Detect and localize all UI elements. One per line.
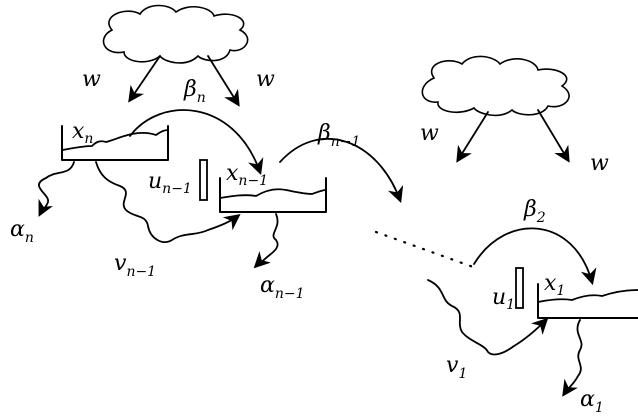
v-1-flow [427,279,549,356]
w-label-left-1: w [82,67,101,92]
beta-2-arrow [473,227,597,286]
w-arrow-right-2 [537,109,570,163]
w-label-left-2: w [256,67,275,92]
alpha-1-label: α1 [580,387,604,416]
beta-n1-arrow [279,137,404,204]
alpha-n-arrow [38,161,75,217]
v-1-label: v1 [446,353,467,382]
w-arrow-left-1 [128,55,161,103]
barrier-u-n-1 [199,159,208,201]
v-n1-flow [95,161,241,243]
w-arrow-left-2 [207,55,240,107]
reservoir-n [61,125,169,161]
beta-n-label: βn [183,77,206,106]
x-n-label: xn [72,119,93,147]
cloud-left [102,4,249,64]
u-n1-label: un−1 [148,169,192,197]
continuation-dots [374,230,478,270]
w-label-right-1: w [420,121,439,146]
alpha-1-arrow [562,319,583,397]
beta-2-label: β2 [523,197,546,226]
w-label-right-2: w [590,151,609,176]
beta-n1-label: βn−1 [317,121,360,150]
barrier-u-1 [515,267,524,309]
u-1-label: u1 [492,285,515,313]
v-n1-label: vn−1 [114,251,156,280]
cloud-right [421,55,570,117]
alpha-n1-label: αn−1 [260,273,305,302]
reservoir-n-1 [219,177,327,213]
alpha-n-label: αn [10,217,34,246]
w-arrow-right-1 [456,111,489,163]
x-n1-label: xn−1 [226,161,268,189]
alpha-n1-arrow [253,213,279,269]
x-1-label: x1 [544,271,565,299]
beta-n-arrow [129,109,264,176]
